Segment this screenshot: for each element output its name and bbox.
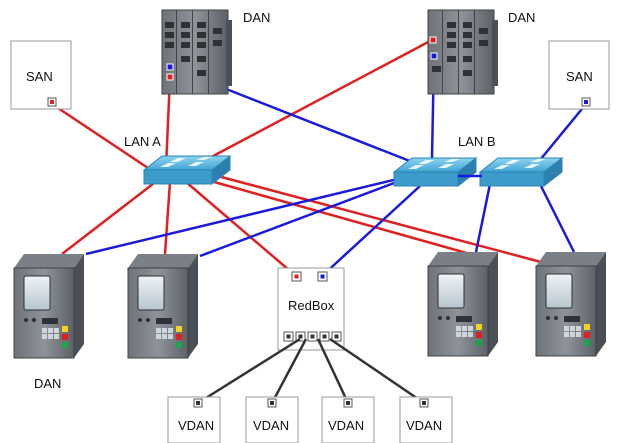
vdan-label-2: VDAN [253, 418, 289, 433]
dan-tl-port-lanB [166, 63, 174, 71]
redbox-label: RedBox [288, 298, 335, 313]
dan-tr-port-lanB [430, 52, 438, 60]
san-right-box: SAN [548, 40, 610, 110]
link-dan-tr-lanA [199, 38, 433, 165]
dan-tl-port-lanA [166, 73, 174, 81]
dan-top-left-label: DAN [243, 10, 270, 25]
lan-a-label: LAN A [124, 134, 161, 149]
lan-b-switch-1 [392, 156, 478, 188]
link-lanB-dan1 [85, 174, 411, 256]
dan-bottom-device-2 [127, 254, 198, 359]
vdan-label-1: VDAN [178, 418, 214, 433]
dan-top-right-label: DAN [508, 10, 535, 25]
link-redbox-vdan2 [270, 338, 308, 404]
san-left-label: SAN [26, 69, 53, 84]
san-left-box: SAN [10, 40, 72, 110]
vdan-label-3: VDAN [328, 418, 364, 433]
vdan-box-4: VDAN [399, 396, 453, 443]
link-san-right-lanB [539, 103, 587, 161]
lan-a-switch [142, 154, 232, 186]
link-lanB-redbox [321, 185, 421, 277]
link-lanB-dan2 [199, 178, 403, 258]
link-redbox-vdan4 [329, 337, 425, 405]
link-lanA-redbox [185, 181, 297, 277]
dan-bottom-label: DAN [34, 376, 61, 391]
link-redbox-vdan3 [316, 338, 350, 404]
link-lanA-dan1 [61, 179, 159, 255]
vdan-label-4: VDAN [406, 418, 442, 433]
lan-a-links [51, 38, 557, 277]
dan-top-left-device [161, 9, 232, 95]
lan-b-links [85, 55, 587, 277]
dan-bottom-device-1 [13, 254, 84, 359]
link-redbox-vdan1 [197, 337, 301, 405]
dan-bottom-device-3 [427, 252, 498, 357]
redbox: RedBox [277, 267, 345, 351]
san-right-label: SAN [566, 69, 593, 84]
link-lanB-dan3 [474, 183, 492, 253]
lan-b-label: LAN B [458, 134, 496, 149]
dan-tr-port-lanA [429, 36, 437, 44]
link-lanA-dan2 [163, 181, 172, 255]
dan-bottom-device-4 [535, 252, 606, 357]
vdan-box-2: VDAN [245, 396, 299, 443]
dan-top-right-device [427, 9, 498, 95]
lan-b-switch-2 [478, 156, 564, 188]
vdan-box-3: VDAN [321, 396, 375, 443]
link-san-left-lanA [51, 102, 149, 170]
vdan-box-1: VDAN [167, 396, 221, 443]
vdan-links [197, 337, 425, 405]
link-lanB-dan4 [538, 183, 576, 253]
link-lanA-dan3 [199, 176, 471, 256]
